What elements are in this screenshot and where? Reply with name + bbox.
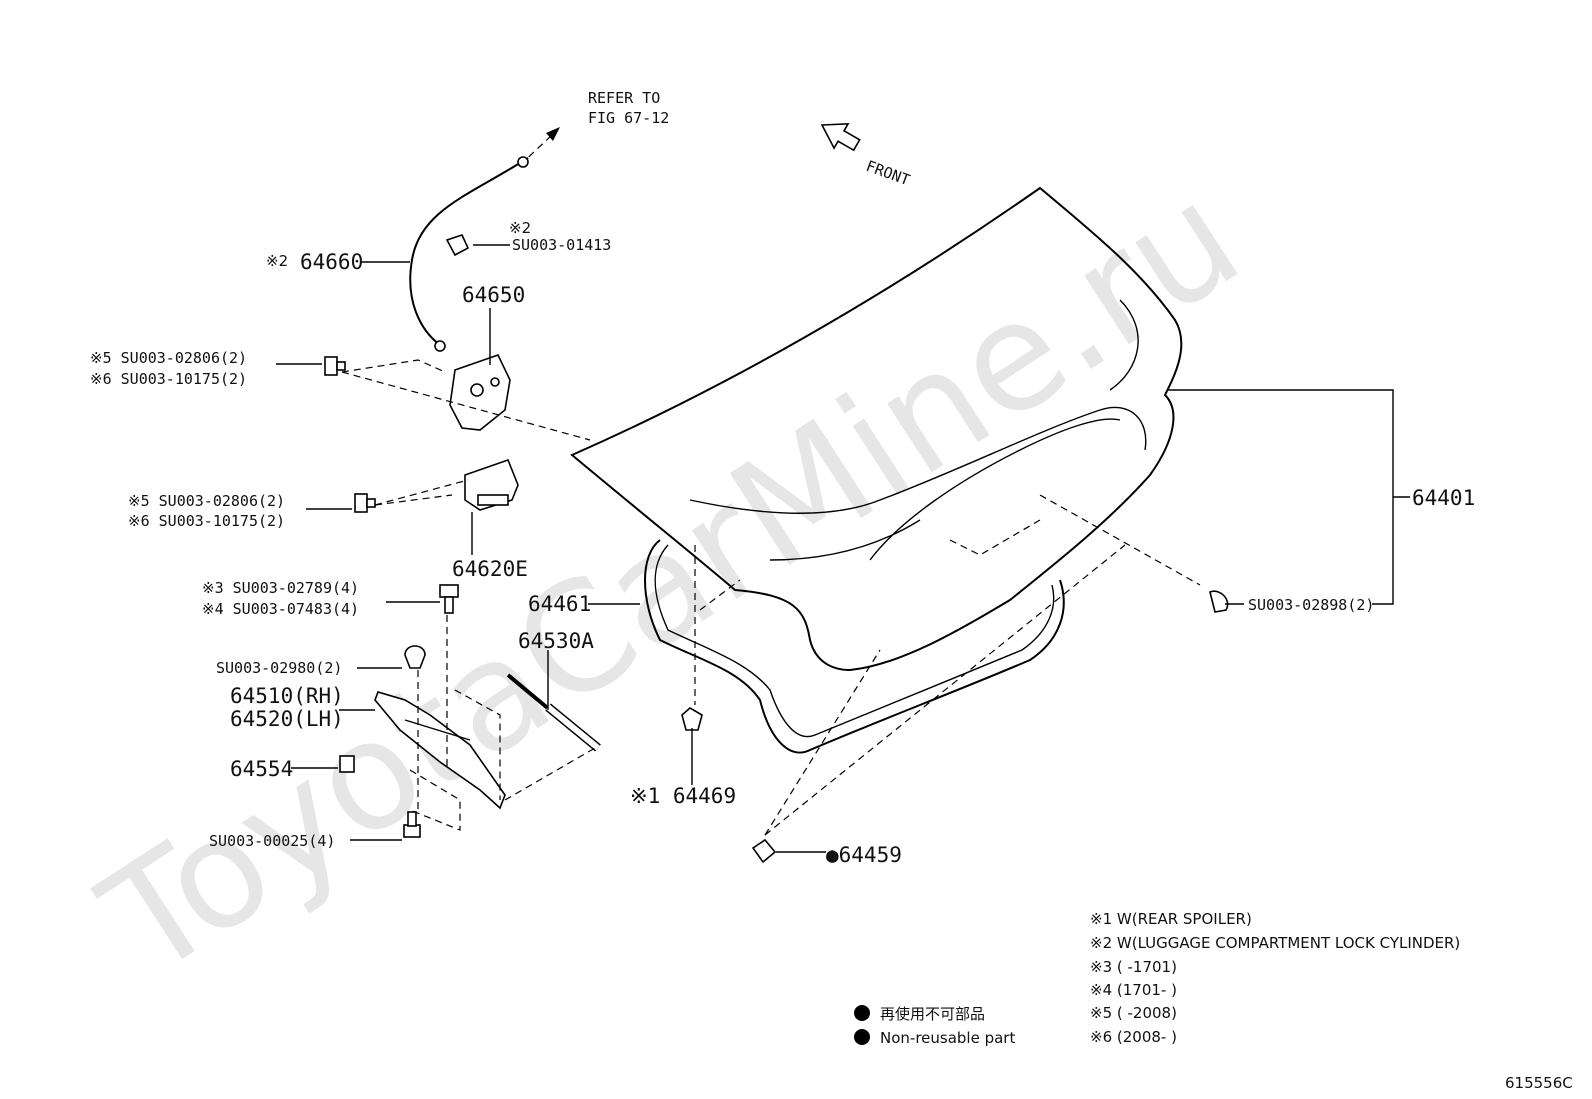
gas-strut xyxy=(506,673,601,752)
refer-line-2: FIG 67-12 xyxy=(588,109,669,127)
bullet-icon xyxy=(854,1029,870,1045)
label-64660: 64660 xyxy=(300,250,363,274)
bumper-icon xyxy=(681,707,703,731)
bullet-icon xyxy=(854,1005,870,1021)
release-cable xyxy=(409,156,529,352)
bolt-icon xyxy=(439,584,459,614)
legend-line-1: 再使用不可部品 xyxy=(880,1005,985,1023)
label-bolt1-a: ※5 SU003-02806(2) xyxy=(90,349,247,367)
label-64650: 64650 xyxy=(462,283,525,307)
figure-code: 615556C xyxy=(1505,1074,1573,1092)
label-64401: 64401 xyxy=(1412,486,1475,510)
bolt-icon xyxy=(354,493,376,513)
footnote-1: ※1 W(REAR SPOILER) xyxy=(1090,910,1252,928)
label-64530a: 64530A xyxy=(518,629,594,653)
footnote-3: ※3 ( -1701) xyxy=(1090,958,1177,976)
label-64510: 64510(RH) xyxy=(230,684,344,708)
cable-clamp xyxy=(445,234,470,257)
clip-icon xyxy=(404,645,426,669)
footnote-5: ※5 ( -2008) xyxy=(1090,1004,1177,1022)
refer-line-1: REFER TO xyxy=(588,89,660,107)
footnotes: ※1 W(REAR SPOILER) ※2 W(LUGGAGE COMPARTM… xyxy=(1090,910,1460,1046)
label-su003-01413: SU003-01413 xyxy=(512,236,611,254)
legend-line-2: Non-reusable part xyxy=(880,1029,1015,1047)
cap-icon xyxy=(751,838,777,864)
stopper-icon xyxy=(339,755,355,773)
label-64459: ●64459 xyxy=(826,843,902,867)
label-64554: 64554 xyxy=(230,757,293,781)
bolt-icon xyxy=(324,356,346,376)
trunk-lid xyxy=(570,186,1183,672)
label-su003-02898: SU003-02898(2) xyxy=(1248,596,1374,614)
footnote-2: ※2 W(LUGGAGE COMPARTMENT LOCK CYLINDER) xyxy=(1090,934,1460,952)
label-64469: ※1 64469 xyxy=(630,784,736,808)
clip-icon xyxy=(1209,590,1229,613)
front-arrow-icon xyxy=(820,123,861,152)
striker-assembly xyxy=(464,458,519,511)
label-64620e: 64620E xyxy=(452,557,528,581)
label-bolt3-a: ※3 SU003-02789(4) xyxy=(202,579,359,597)
label-64461: 64461 xyxy=(528,592,591,616)
label-bolt2-b: ※6 SU003-10175(2) xyxy=(128,512,285,530)
refer-arrow xyxy=(519,127,560,166)
label-su003-02980: SU003-02980(2) xyxy=(216,659,342,677)
hinge xyxy=(374,691,506,810)
footnote-4: ※4 (1701- ) xyxy=(1090,981,1177,999)
label-bolt1-b: ※6 SU003-10175(2) xyxy=(90,370,247,388)
lock-assembly xyxy=(449,354,511,431)
label-bolt3-b: ※4 SU003-07483(4) xyxy=(202,600,359,618)
label-01413-mark: ※2 xyxy=(509,219,531,237)
legend: 再使用不可部品 Non-reusable part xyxy=(854,1005,1015,1047)
weatherstrip xyxy=(644,539,1065,754)
footnote-6: ※6 (2008- ) xyxy=(1090,1028,1177,1046)
label-bolt2-a: ※5 SU003-02806(2) xyxy=(128,492,285,510)
front-label: FRONT xyxy=(864,157,913,189)
bolt-icon xyxy=(403,811,421,838)
label-64520: 64520(LH) xyxy=(230,707,344,731)
label-64660-mark: ※2 xyxy=(266,252,288,270)
label-su003-00025: SU003-00025(4) xyxy=(209,832,335,850)
